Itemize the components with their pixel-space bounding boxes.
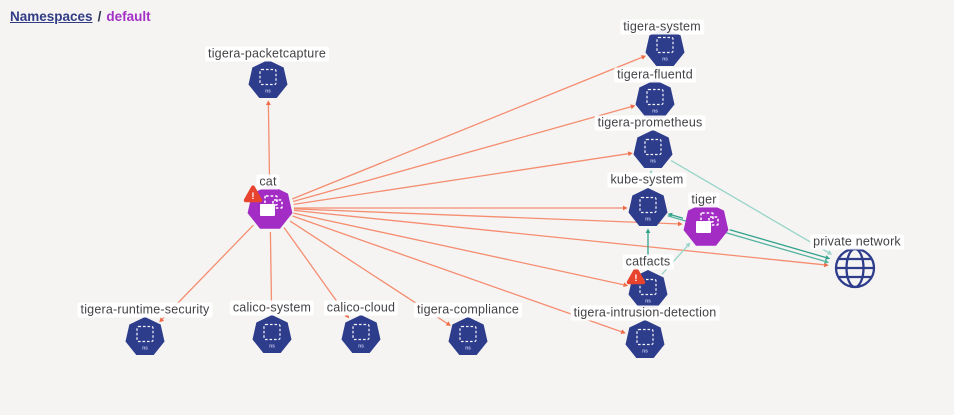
graph-node-tigera-fluentd[interactable]: ns [635,80,675,119]
graph-node-private-network[interactable] [834,247,876,289]
edge-cat-tigera-packetcapture[interactable] [266,100,271,185]
edge-catfacts-tiger[interactable] [661,242,691,275]
svg-text:ns: ns [358,344,364,350]
svg-text:ns: ns [465,346,471,352]
edge-cat-private-network[interactable] [293,209,829,268]
edge-cat-calico-cloud[interactable] [283,227,350,319]
edge-tiger-private-network[interactable] [729,229,831,260]
graph-node-tigera-packetcapture[interactable]: ns [248,60,288,99]
svg-text:ns: ns [142,346,148,352]
graph-node-tiger[interactable] [683,202,729,246]
namespace-heptagon-icon [248,60,288,99]
edge-cat-tigera-compliance[interactable] [289,220,451,326]
namespace-heptagon-icon [252,315,292,354]
svg-text:ns: ns [642,349,648,355]
edge-cat-catfacts[interactable] [293,212,629,287]
svg-text:ns: ns [269,344,275,350]
namespace-heptagon-icon [625,320,665,359]
breadcrumb-current: default [106,9,151,24]
namespace-heptagon-icon [628,188,668,227]
breadcrumb-separator: / [97,9,102,24]
edge-tiger-kube-system[interactable] [667,212,684,219]
namespace-heptagon-icon [448,317,488,356]
graph-node-tigera-prometheus[interactable]: ns [633,130,673,169]
warning-icon: ! [243,185,263,203]
svg-text:ns: ns [645,299,651,305]
graph-node-tigera-intrusion-detection[interactable]: ns [625,320,665,359]
graph-node-tigera-runtime-security[interactable]: ns [125,317,165,356]
namespace-heptagon-icon [341,315,381,354]
edge-tigera-prometheus-private-network[interactable] [670,160,833,255]
edge-catfacts-kube-system[interactable] [645,228,651,269]
graph-node-cat[interactable]: ! [243,185,293,229]
edge-cat-kube-system[interactable] [294,205,628,211]
svg-text:ns: ns [652,109,658,115]
graph-node-tigera-compliance[interactable]: ns [448,317,488,356]
edge-cat-calico-system[interactable] [269,231,274,315]
edge-cat-tiger[interactable] [293,208,683,227]
breadcrumb-namespaces-link[interactable]: Namespaces [10,9,93,24]
edge-kube-system-tigera-prometheus[interactable] [648,170,654,188]
graph-node-calico-system[interactable]: ns [252,315,292,354]
graph-node-catfacts[interactable]: ns! [626,267,668,309]
graph-node-calico-cloud[interactable]: ns [341,315,381,354]
svg-text:ns: ns [662,57,668,63]
namespace-heptagon-icon [633,130,673,169]
globe-icon [834,247,876,289]
svg-text:ns: ns [650,159,656,165]
graph-node-kube-system[interactable]: ns [628,188,668,227]
breadcrumb: Namespaces / default [10,9,151,24]
svg-text:ns: ns [265,89,271,95]
svg-text:!: ! [251,191,254,202]
edge-cat-tigera-runtime-security[interactable] [159,224,254,323]
graph-node-tigera-system[interactable]: ns [645,28,685,67]
svg-text:!: ! [634,273,637,284]
edge-cat-tigera-intrusion-detection[interactable] [292,215,626,334]
svg-text:ns: ns [645,217,651,223]
namespace-heptagon-icon [645,28,685,67]
namespace-heptagon-icon [635,80,675,119]
edge-cat-tigera-system[interactable] [291,55,647,200]
warning-icon: ! [626,267,646,284]
edge-cat-tigera-fluentd[interactable] [292,104,636,203]
namespace-heptagon-icon [125,317,165,356]
edge-cat-tigera-prometheus[interactable] [293,151,633,206]
